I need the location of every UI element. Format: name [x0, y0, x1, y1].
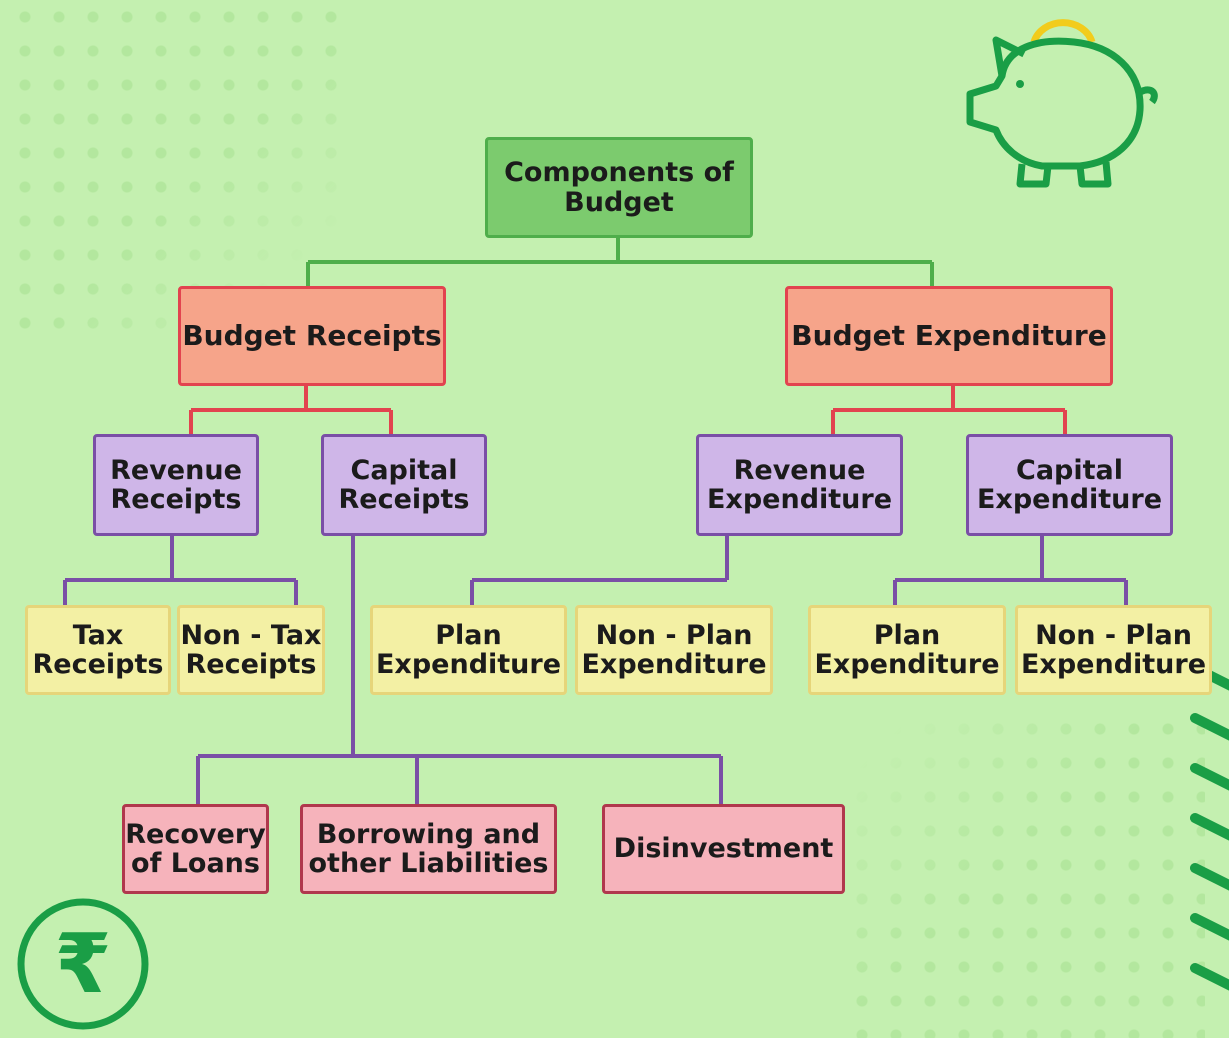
node-capital-non-plan-expenditure: Non - Plan Expenditure — [1015, 605, 1212, 695]
node-capital-expenditure: Capital Expenditure — [966, 434, 1173, 536]
node-capital-plan-expenditure: Plan Expenditure — [808, 605, 1006, 695]
node-revenue-expenditure: Revenue Expenditure — [696, 434, 903, 536]
node-tax-receipts: Tax Receipts — [25, 605, 171, 695]
node-budget-receipts: Budget Receipts — [178, 286, 446, 386]
node-revenue-non-plan-expenditure: Non - Plan Expenditure — [575, 605, 773, 695]
node-non-tax-receipts: Non - Tax Receipts — [177, 605, 325, 695]
node-revenue-plan-expenditure: Plan Expenditure — [370, 605, 567, 695]
rupee-icon: ₹ — [17, 898, 149, 1030]
dot-pattern-top-left — [8, 0, 338, 330]
node-budget-expenditure: Budget Expenditure — [785, 286, 1113, 386]
node-components-of-budget: Components of Budget — [485, 137, 753, 238]
node-revenue-receipts: Revenue Receipts — [93, 434, 259, 536]
node-borrowing-and-other-liabilities: Borrowing and other Liabilities — [300, 804, 557, 894]
node-capital-receipts: Capital Receipts — [321, 434, 487, 536]
rupee-symbol: ₹ — [54, 917, 111, 1012]
node-disinvestment: Disinvestment — [602, 804, 845, 894]
node-recovery-of-loans: Recovery of Loans — [122, 804, 269, 894]
piggy-bank-icon — [966, 19, 1158, 188]
dot-pattern-bottom-right — [845, 712, 1205, 1038]
